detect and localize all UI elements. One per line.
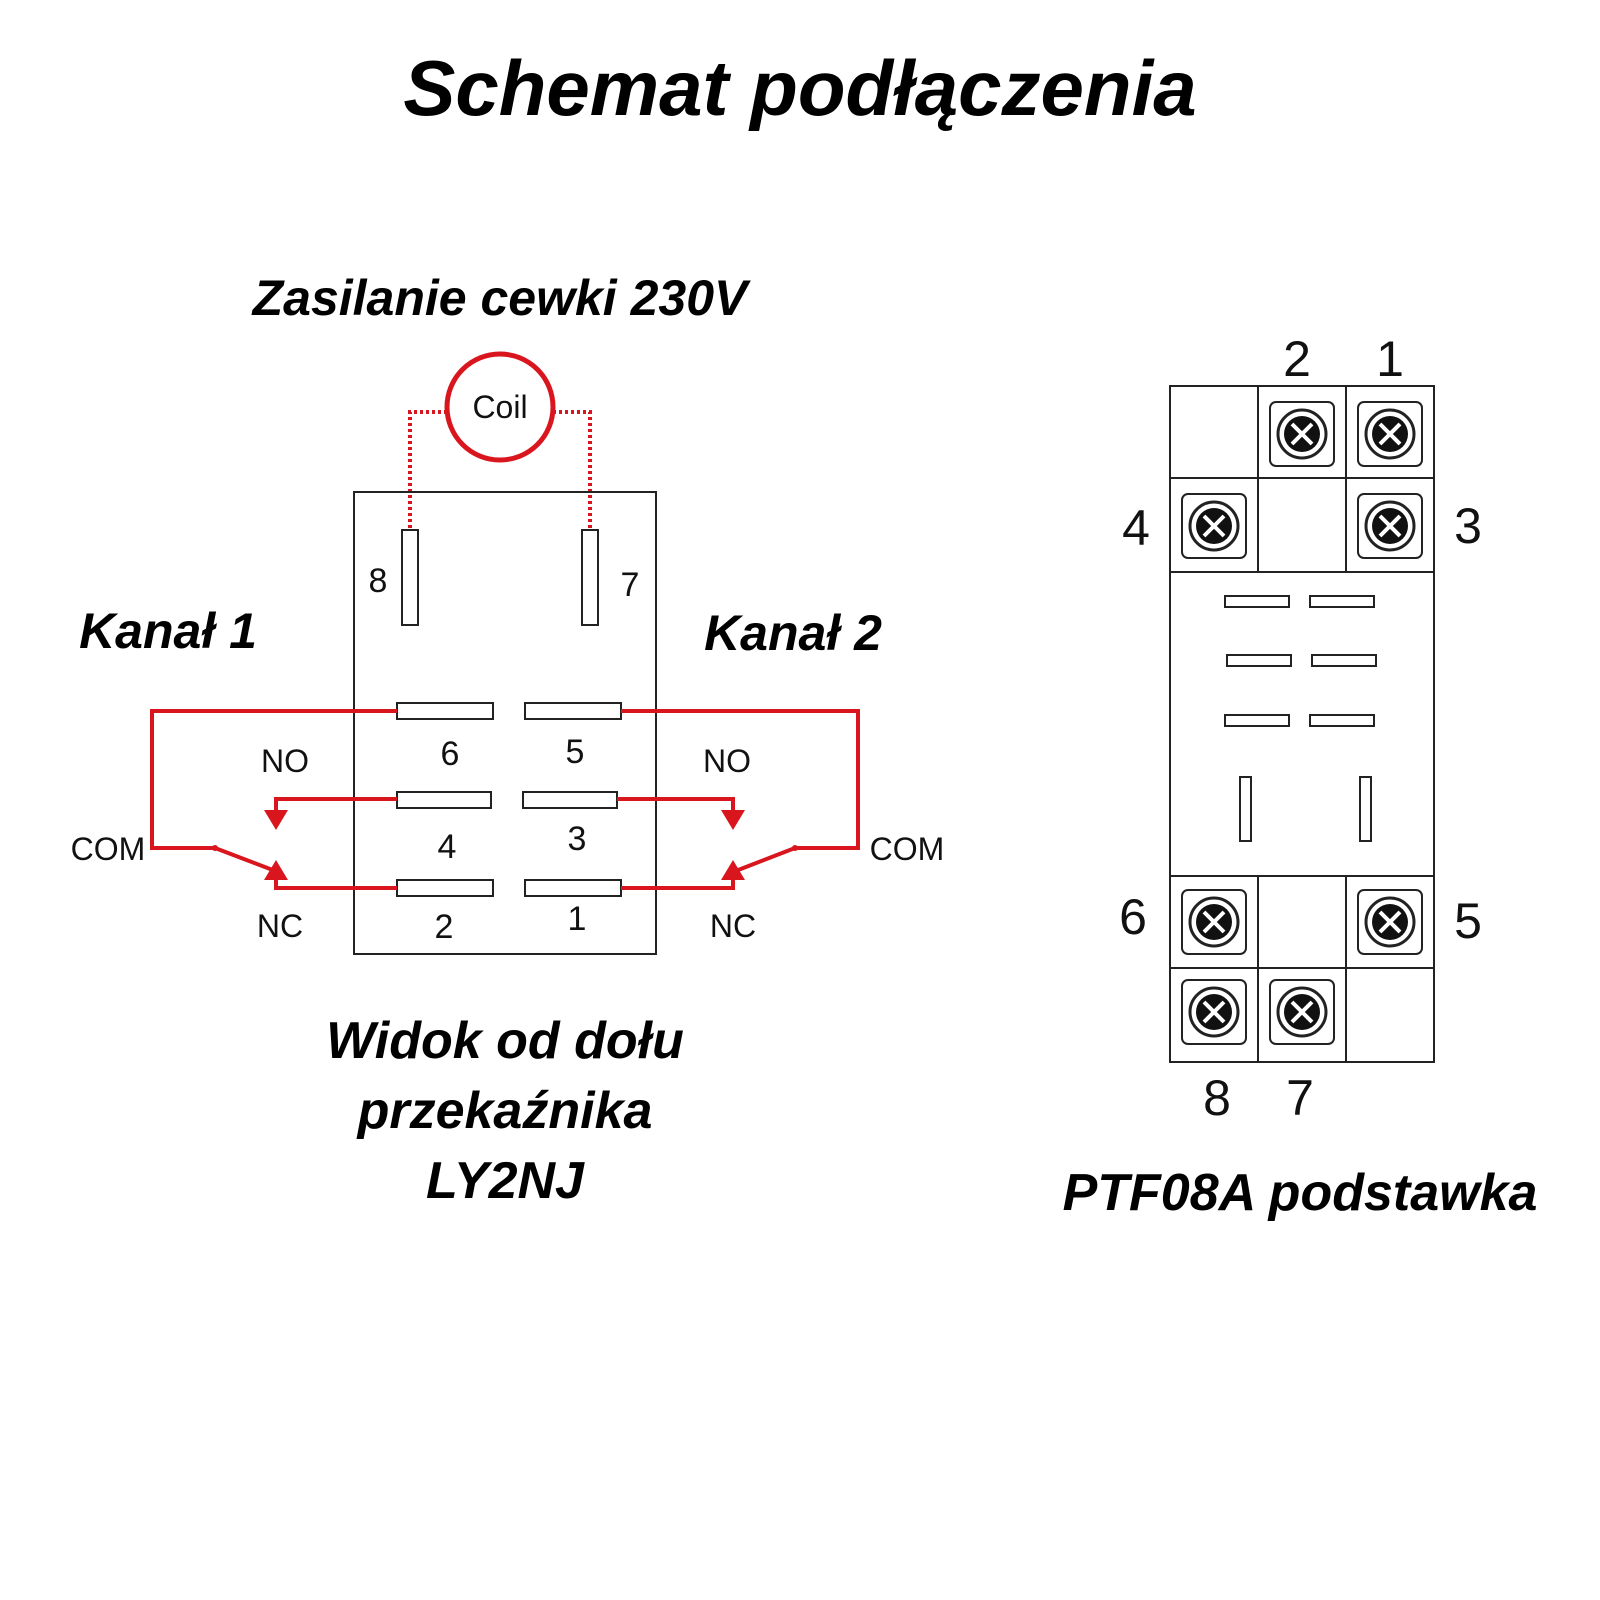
socket-terminal-7-label: 7 bbox=[1286, 1070, 1314, 1126]
channel1-no-label: NO bbox=[261, 743, 309, 779]
channel2-switch-arm bbox=[732, 846, 796, 874]
socket-terminal-8-label: 8 bbox=[1203, 1070, 1231, 1126]
socket-terminal-5-label: 5 bbox=[1454, 893, 1482, 949]
socket-terminal-4-label: 4 bbox=[1122, 500, 1150, 556]
relay-pin-2 bbox=[396, 879, 494, 897]
socket-terminal-2-screw-icon bbox=[1268, 400, 1336, 468]
socket-terminal-5-screw-icon bbox=[1356, 888, 1424, 956]
channel2-nc-wire bbox=[621, 872, 735, 890]
channel1-nc-label: NC bbox=[257, 908, 303, 944]
socket-terminal-6-label: 6 bbox=[1119, 889, 1147, 945]
relay-pin-4-label: 4 bbox=[438, 828, 457, 866]
channel2-no-label: NO bbox=[703, 743, 751, 779]
page-title: Schemat podłączenia bbox=[403, 44, 1196, 132]
relay-caption-line1: Widok od dołu bbox=[326, 1012, 684, 1070]
channel2-nc-label: NC bbox=[710, 908, 756, 944]
socket-terminal-7-screw-icon bbox=[1268, 978, 1336, 1046]
channel1-nc-wire bbox=[274, 872, 397, 890]
socket-terminal-3-label: 3 bbox=[1454, 498, 1482, 554]
relay-pin-3-label: 3 bbox=[568, 820, 587, 858]
coil-supply-label: Zasilanie cewki 230V bbox=[251, 270, 751, 326]
relay-pin-4 bbox=[396, 791, 492, 809]
socket-outline bbox=[1169, 385, 1435, 1063]
relay-pin-1 bbox=[524, 879, 622, 897]
relay-pin-6 bbox=[396, 702, 494, 720]
relay-pin-8-label: 8 bbox=[369, 562, 388, 600]
socket-terminal-1-label: 1 bbox=[1376, 331, 1404, 387]
socket-terminal-1-screw-icon bbox=[1356, 400, 1424, 468]
relay-pin-7-label: 7 bbox=[621, 566, 640, 604]
channel2-pivot bbox=[792, 845, 798, 851]
channel1-label: Kanał 1 bbox=[79, 603, 257, 659]
socket-terminal-6-screw-icon bbox=[1180, 888, 1248, 956]
socket-slots bbox=[1224, 595, 1377, 842]
socket-caption: PTF08A podstawka bbox=[1063, 1164, 1538, 1222]
coil-label: Coil bbox=[472, 389, 527, 425]
channel2-com-wire bbox=[621, 709, 860, 850]
channel2-label: Kanał 2 bbox=[704, 605, 882, 661]
channel1-no-wire bbox=[274, 797, 397, 812]
channel1-no-arrow bbox=[264, 810, 288, 830]
channel2-no-wire bbox=[617, 797, 735, 812]
channel2-nc-arrow bbox=[721, 860, 745, 880]
coil-wire-right bbox=[553, 410, 592, 530]
relay-body bbox=[353, 491, 657, 955]
relay-pin-8 bbox=[401, 529, 419, 626]
channel2-no-arrow bbox=[721, 810, 745, 830]
relay-pin-1-label: 1 bbox=[568, 900, 587, 938]
socket-terminal-8-screw-icon bbox=[1180, 978, 1248, 1046]
socket-terminal-4-screw-icon bbox=[1180, 492, 1248, 560]
relay-pin-3 bbox=[522, 791, 618, 809]
relay-caption-line3: LY2NJ bbox=[426, 1152, 585, 1210]
channel1-pivot bbox=[212, 845, 218, 851]
socket-terminal-3-screw-icon bbox=[1356, 492, 1424, 560]
channel1-nc-arrow bbox=[264, 860, 288, 880]
channel1-com-label: COM bbox=[71, 831, 146, 867]
coil-wire-left bbox=[408, 410, 447, 530]
coil-circle bbox=[444, 351, 556, 463]
relay-caption-line2: przekaźnika bbox=[356, 1082, 653, 1140]
channel1-switch-arm bbox=[214, 846, 279, 874]
relay-pin-5-label: 5 bbox=[566, 733, 585, 771]
relay-pin-7 bbox=[581, 529, 599, 626]
relay-pin-6-label: 6 bbox=[441, 735, 460, 773]
channel2-com-label: COM bbox=[870, 831, 945, 867]
channel1-com-wire bbox=[150, 709, 397, 850]
socket-terminal-2-label: 2 bbox=[1283, 331, 1311, 387]
relay-pin-2-label: 2 bbox=[435, 908, 454, 946]
relay-pin-5 bbox=[524, 702, 622, 720]
